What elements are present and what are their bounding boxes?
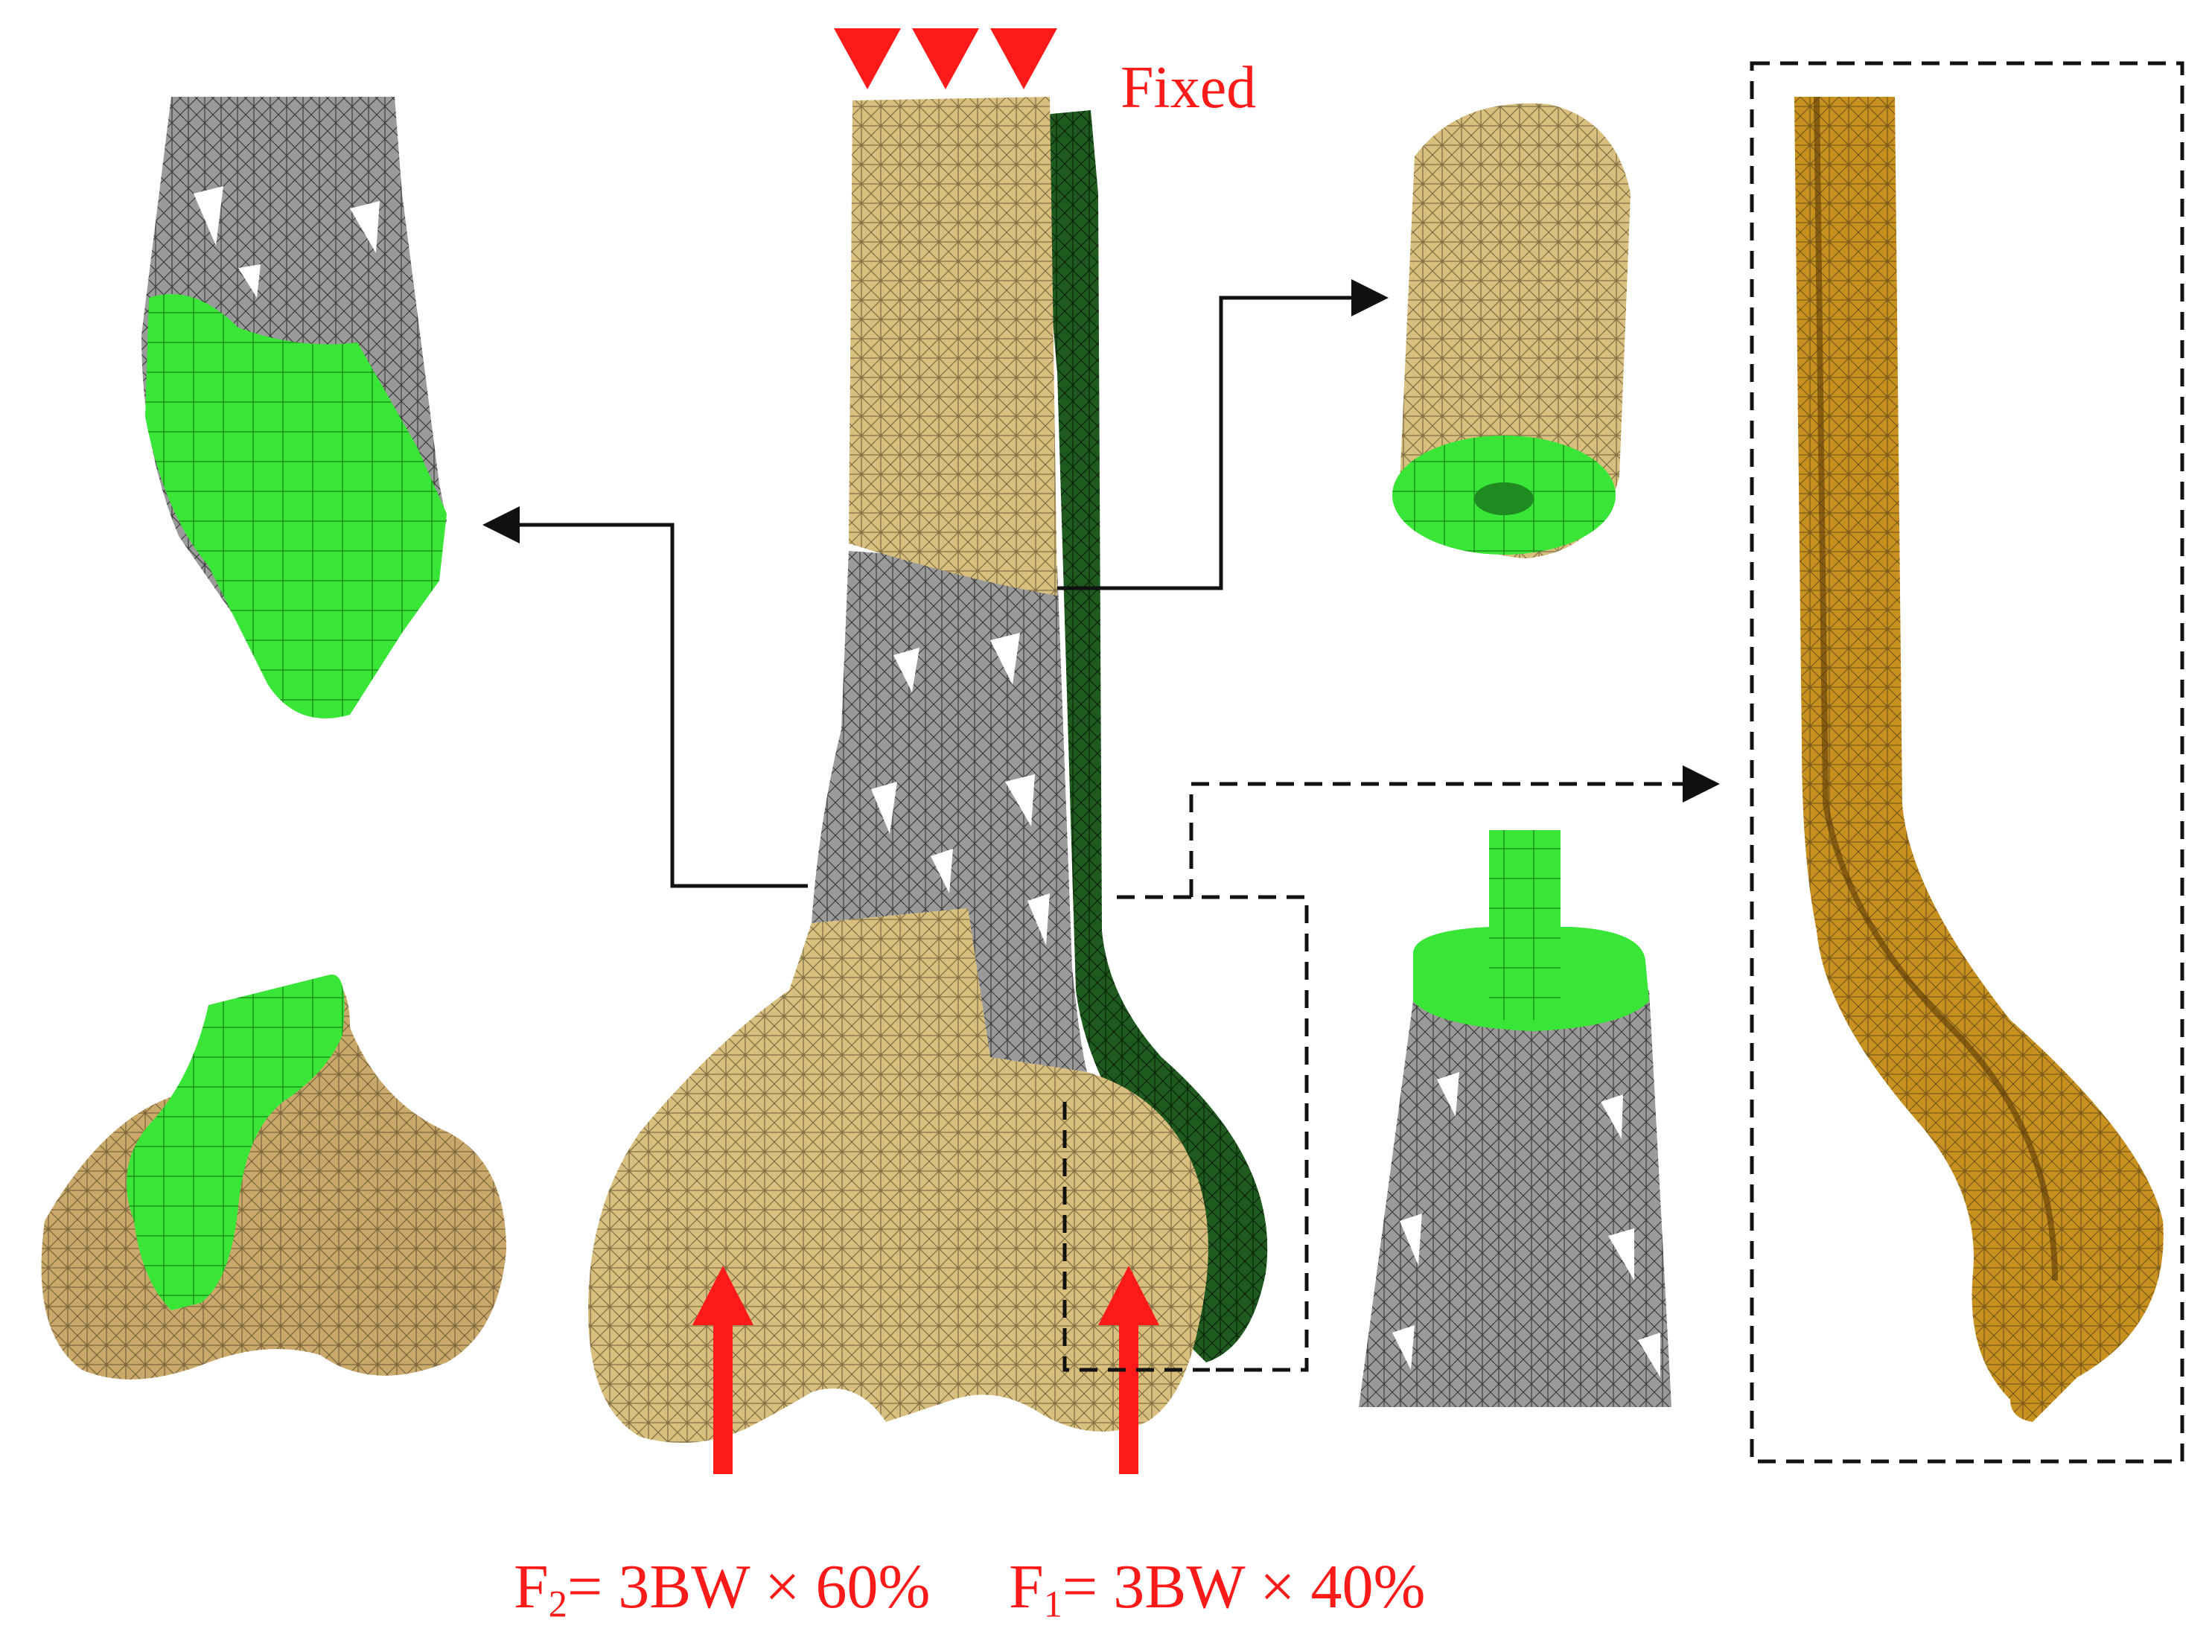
fixed-triangle-2 <box>912 28 979 89</box>
load-arrow-f2 <box>692 1266 753 1474</box>
force-f2-expression: = 3BW × 60% <box>567 1552 931 1621</box>
force-f2-label: F2= 3BW × 60% <box>514 1556 930 1623</box>
fixed-triangle-1 <box>834 28 901 89</box>
segment-canal <box>1474 482 1534 515</box>
detail-distal-end-view <box>41 975 507 1380</box>
detail-plate-view <box>1750 61 2184 1464</box>
fixed-support-markers <box>834 28 1057 89</box>
connector-lines <box>482 279 1720 1372</box>
force-f2-subscript: 2 <box>548 1583 567 1625</box>
force-f1-expression: = 3BW × 40% <box>1062 1552 1426 1621</box>
fixed-triangle-3 <box>990 28 1057 89</box>
force-f1-subscript: 1 <box>1043 1583 1062 1625</box>
detail-lattice-contact-view <box>141 97 447 718</box>
central-femur-model <box>588 28 1268 1474</box>
detail-lattice-stem-view <box>1359 830 1671 1407</box>
load-arrows <box>692 1266 1159 1474</box>
force-f1-label: F1= 3BW × 40% <box>1009 1556 1425 1623</box>
connector-dashed-to-plate-panel <box>1189 765 1720 897</box>
load-arrow-f1 <box>1098 1266 1159 1474</box>
fixed-boundary-label: Fixed <box>1121 55 1257 121</box>
force-f1-symbol: F <box>1009 1552 1044 1621</box>
lattice-pores <box>871 633 1050 945</box>
detail-bone-segment-view <box>1392 103 1631 558</box>
connector-shaft-to-segment <box>1057 279 1389 590</box>
connector-lattice-to-topleft <box>482 506 808 888</box>
connector-plate-to-right-panel <box>1117 895 1309 1372</box>
force-f2-symbol: F <box>514 1552 549 1621</box>
plate-detail-frame <box>1750 61 2184 1464</box>
